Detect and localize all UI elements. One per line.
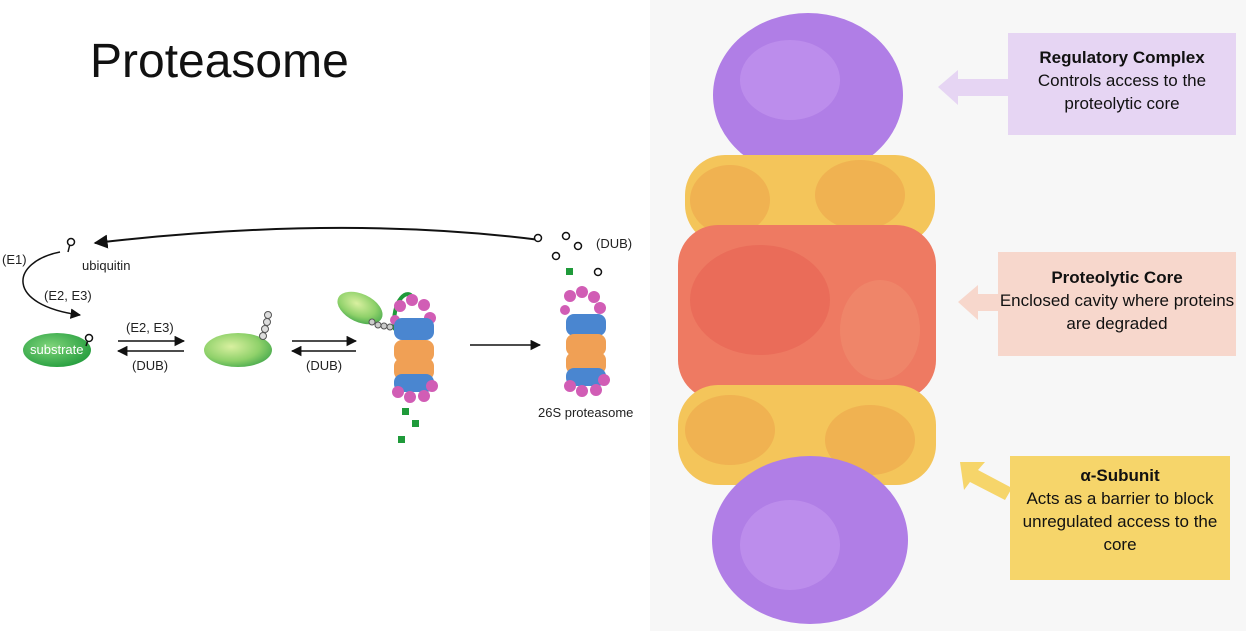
released-ubiquitin-icons bbox=[533, 231, 603, 277]
alpha-subunit-title: α-Subunit bbox=[1080, 466, 1160, 485]
ubiquitin-label: ubiquitin bbox=[82, 258, 131, 273]
polyubiquitin-chain bbox=[259, 311, 272, 340]
substrate-shape bbox=[23, 333, 91, 367]
ubiquitin-icon bbox=[66, 237, 76, 253]
e2e3-label-top: (E2, E3) bbox=[44, 288, 92, 303]
alpha-subunit-text: Acts as a barrier to block unregulated a… bbox=[1022, 489, 1218, 554]
substrate-ubiquitin-icon bbox=[84, 333, 94, 347]
alpha-arrow bbox=[960, 462, 1012, 500]
dub-label-2: (DUB) bbox=[306, 358, 343, 373]
regulatory-complex-callout: Regulatory Complex Controls access to th… bbox=[1008, 33, 1236, 135]
e1-label: (E1) bbox=[2, 252, 27, 267]
e1-arrow bbox=[22, 251, 82, 319]
dub-label-top: (DUB) bbox=[596, 236, 633, 251]
regulatory-complex-title: Regulatory Complex bbox=[1039, 48, 1205, 67]
26s-proteasome bbox=[560, 286, 610, 397]
peptide-fragment bbox=[566, 268, 573, 275]
substrate-label: substrate bbox=[30, 342, 84, 357]
dub-label-1: (DUB) bbox=[132, 358, 169, 373]
proteolytic-core-callout: Proteolytic Core Enclosed cavity where p… bbox=[998, 252, 1236, 356]
proteolytic-core-title: Proteolytic Core bbox=[1051, 268, 1183, 287]
alpha-subunit-callout: α-Subunit Acts as a barrier to block unr… bbox=[1010, 456, 1230, 580]
regulatory-complex-text: Controls access to the proteolytic core bbox=[1037, 71, 1207, 113]
page-title: Proteasome bbox=[90, 35, 349, 88]
proteolytic-core-text: Enclosed cavity where proteins are degra… bbox=[999, 291, 1235, 333]
core-arrow bbox=[958, 285, 998, 320]
regulatory-arrow bbox=[938, 70, 1008, 105]
proteasome-engaging-substrate bbox=[337, 291, 438, 443]
proteasome-structure bbox=[678, 13, 936, 624]
recycle-arrow bbox=[93, 226, 541, 249]
ubiquitinated-substrate bbox=[204, 333, 272, 367]
e2e3-label-mid: (E2, E3) bbox=[126, 320, 174, 335]
proteasome-label: 26S proteasome bbox=[538, 405, 634, 420]
